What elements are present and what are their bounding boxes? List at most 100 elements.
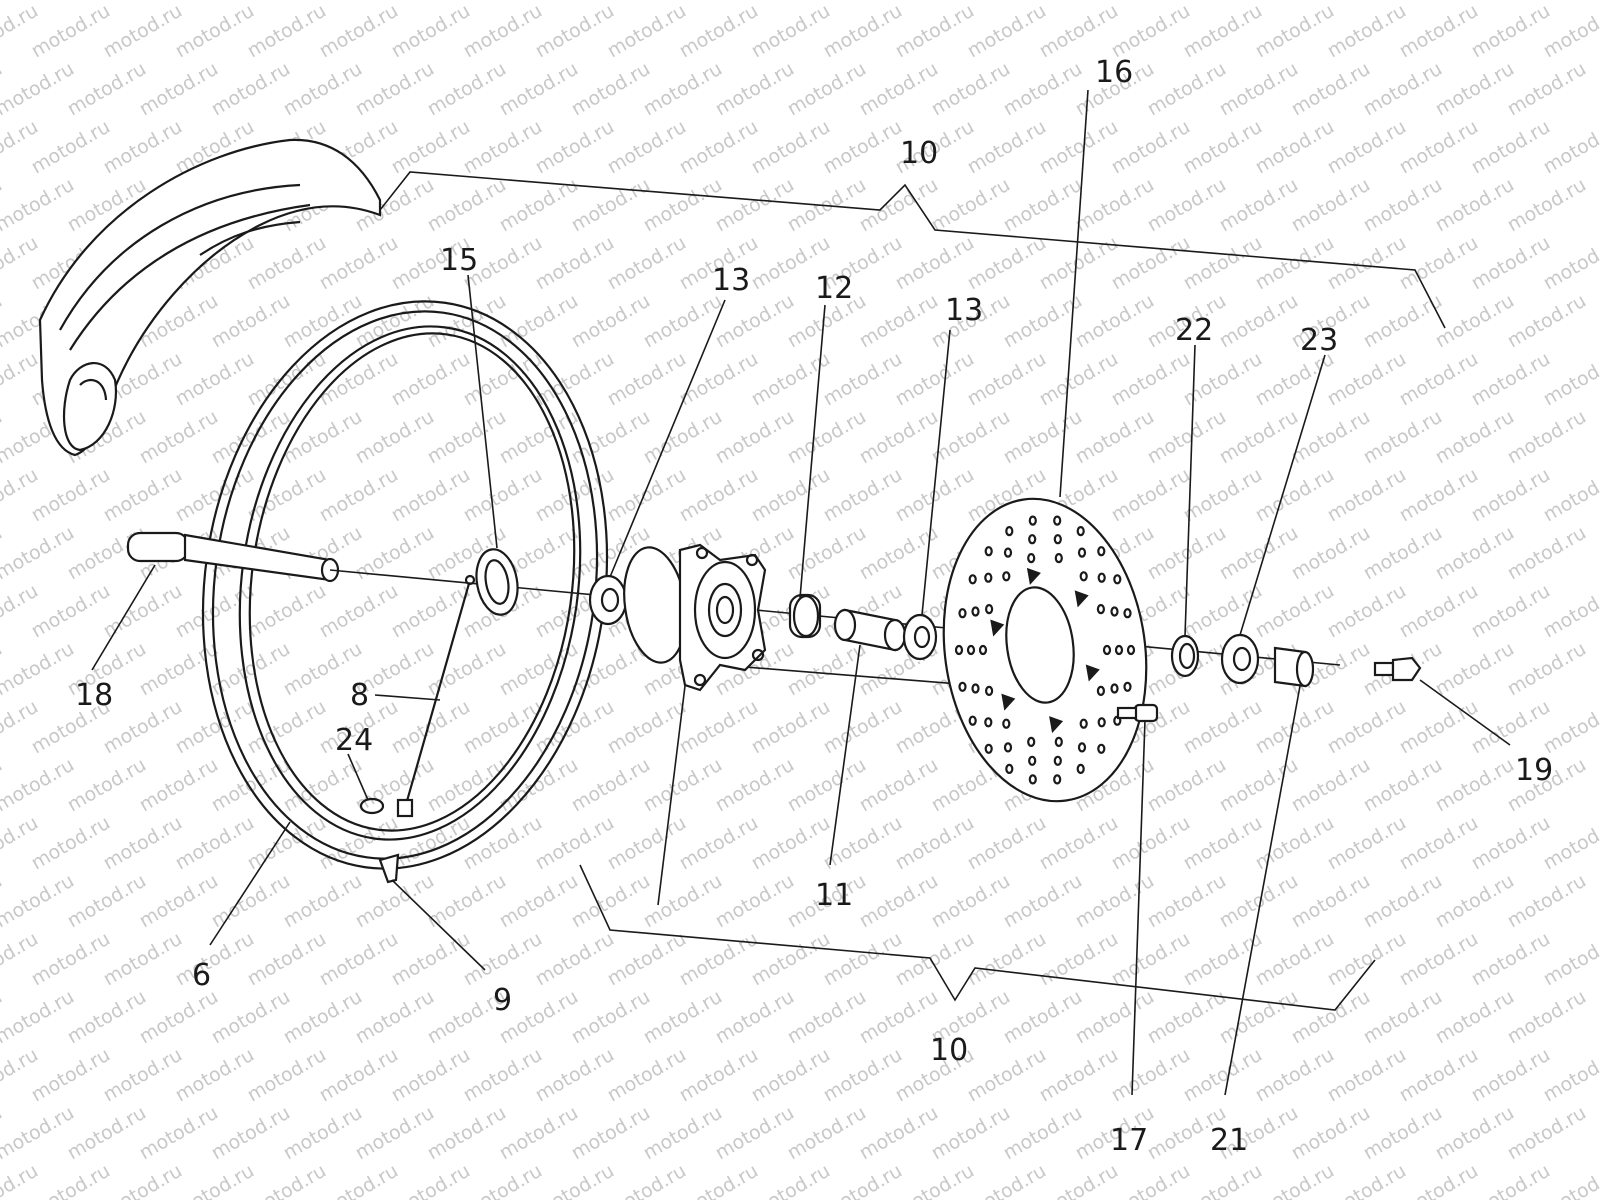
watermark-text: motod.ru xyxy=(208,58,294,121)
watermark-text: motod.ru xyxy=(136,58,222,121)
watermark-text: motod.ru xyxy=(1432,638,1518,701)
watermark-text: motod.ru xyxy=(1396,116,1482,179)
watermark-text: motod.ru xyxy=(604,464,690,527)
label-10-top: 10 xyxy=(900,136,938,171)
watermark-text: motod.ru xyxy=(28,1160,114,1200)
watermark-text: motod.ru xyxy=(244,812,330,875)
watermark-text: motod.ru xyxy=(1540,348,1600,411)
disc-hole xyxy=(1096,685,1106,697)
disc-hole xyxy=(984,572,993,583)
watermark-text: motod.ru xyxy=(784,406,870,469)
watermark-text: motod.ru xyxy=(460,116,546,179)
disc-mount-slot xyxy=(1049,716,1064,734)
watermark-text: motod.ru xyxy=(1216,986,1302,1049)
watermark-text: motod.ru xyxy=(460,1160,546,1200)
watermark-text: motod.ru xyxy=(1432,174,1518,237)
watermark-text: motod.ru xyxy=(856,0,942,4)
label-6: 6 xyxy=(192,958,211,993)
watermark-text: motod.ru xyxy=(568,754,654,817)
watermark-text: motod.ru xyxy=(496,58,582,121)
watermark-text: motod.ru xyxy=(676,464,762,527)
watermark-text: motod.ru xyxy=(100,464,186,527)
watermark-text: motod.ru xyxy=(0,522,78,585)
watermark-text: motod.ru xyxy=(64,986,150,1049)
watermark-text: motod.ru xyxy=(1072,870,1158,933)
disc-hole xyxy=(1054,736,1063,748)
label-8: 8 xyxy=(350,678,369,713)
watermark-text: motod.ru xyxy=(928,870,1014,933)
watermark-text: motod.ru xyxy=(316,232,402,295)
watermark-text: motod.ru xyxy=(1000,986,1086,1049)
watermark-text: motod.ru xyxy=(1468,0,1554,62)
watermark-text: motod.ru xyxy=(856,1102,942,1165)
disc-hole xyxy=(1053,534,1062,545)
watermark-text: motod.ru xyxy=(136,406,222,469)
watermark-text: motod.ru xyxy=(1108,1044,1194,1107)
watermark-text: motod.ru xyxy=(1324,928,1410,991)
watermark-text: motod.ru xyxy=(1396,232,1482,295)
watermark-text: motod.ru xyxy=(640,174,726,237)
watermark-text: motod.ru xyxy=(0,0,78,4)
watermark-text: motod.ru xyxy=(1000,0,1086,4)
axle xyxy=(126,531,340,583)
watermark-text: motod.ru xyxy=(460,696,546,759)
watermark-text: motod.ru xyxy=(748,464,834,527)
watermark-text: motod.ru xyxy=(640,986,726,1049)
watermark-text: motod.ru xyxy=(136,754,222,817)
watermark-text: motod.ru xyxy=(604,812,690,875)
watermark-text: motod.ru xyxy=(244,1044,330,1107)
watermark-text: motod.ru xyxy=(640,58,726,121)
watermark-text: motod.ru xyxy=(1252,116,1338,179)
watermark-text: motod.ru xyxy=(712,986,798,1049)
watermark-text: motod.ru xyxy=(748,1160,834,1200)
watermark-text: motod.ru xyxy=(388,812,474,875)
disc-hole xyxy=(1110,683,1119,694)
disc-hole xyxy=(1027,552,1036,564)
watermark-text: motod.ru xyxy=(1144,0,1230,4)
watermark-text: motod.ru xyxy=(460,464,546,527)
watermark-text: motod.ru xyxy=(1432,406,1518,469)
watermark-text: motod.ru xyxy=(532,1160,618,1200)
disc-hole xyxy=(1079,571,1088,582)
watermark-text: motod.ru xyxy=(1504,986,1590,1049)
watermark-text: motod.ru xyxy=(820,0,906,62)
watermark-text: motod.ru xyxy=(1288,522,1374,585)
disc-hole xyxy=(1028,534,1037,545)
disc-hole xyxy=(984,603,994,615)
watermark-text: motod.ru xyxy=(604,348,690,411)
watermark-text: motod.ru xyxy=(568,58,654,121)
watermark-text: motod.ru xyxy=(1432,58,1518,121)
watermark-text: motod.ru xyxy=(748,812,834,875)
watermark-text: motod.ru xyxy=(568,870,654,933)
watermark-text: motod.ru xyxy=(964,232,1050,295)
watermark-text: motod.ru xyxy=(100,928,186,991)
watermark-text: motod.ru xyxy=(604,1044,690,1107)
watermark-text: motod.ru xyxy=(676,348,762,411)
watermark-text: motod.ru xyxy=(892,348,978,411)
watermark-text: motod.ru xyxy=(1540,116,1600,179)
watermark-text: motod.ru xyxy=(784,1102,870,1165)
watermark-text: motod.ru xyxy=(1504,290,1590,353)
watermark-text: motod.ru xyxy=(1504,870,1590,933)
watermark-text: motod.ru xyxy=(1144,986,1230,1049)
watermark-text: motod.ru xyxy=(496,1102,582,1165)
disc-mount-slot xyxy=(1026,567,1041,585)
watermark-text: motod.ru xyxy=(172,348,258,411)
disc-hole xyxy=(984,685,994,697)
label-12: 12 xyxy=(815,271,853,306)
watermark-text: motod.ru xyxy=(64,58,150,121)
watermark-text: motod.ru xyxy=(1324,0,1410,62)
watermark-text: motod.ru xyxy=(424,174,510,237)
watermark-text: motod.ru xyxy=(1252,580,1338,643)
watermark-text: motod.ru xyxy=(280,0,366,4)
disc-hole xyxy=(1003,742,1013,753)
watermark-text: motod.ru xyxy=(280,290,366,353)
spoke xyxy=(396,574,476,818)
watermark-text: motod.ru xyxy=(172,812,258,875)
watermark-text: motod.ru xyxy=(1180,696,1266,759)
watermark-text: motod.ru xyxy=(1216,406,1302,469)
watermark-text: motod.ru xyxy=(1216,870,1302,933)
bearing-right xyxy=(902,613,938,661)
watermark-text: motod.ru xyxy=(1108,0,1194,62)
watermark-text: motod.ru xyxy=(748,1044,834,1107)
